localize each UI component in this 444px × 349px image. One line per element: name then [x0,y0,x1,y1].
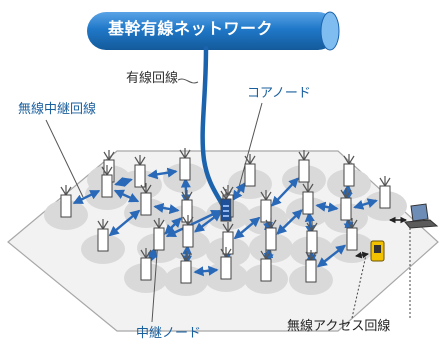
relay-node-antenna-icon [220,247,232,280]
relay-link-arrow [113,189,140,203]
core-node-antenna-icon [220,189,232,222]
relay-link-arrow [108,209,141,237]
relay-link-arrow [353,198,378,210]
wired-line-leader [177,78,199,84]
relay-node-antenna-icon [343,154,355,187]
relay-node-antenna-icon [153,218,165,251]
relay-link-arrow [193,211,223,233]
relay-link-arrow [72,189,101,205]
relay-link-arrow [193,265,219,277]
relay-node-label: 中継ノード [136,326,202,341]
relay-node-antenna-icon [346,218,358,251]
relay-node-antenna-icon [60,185,72,218]
relay-line-leader [45,119,84,198]
relay-node-antenna-icon [340,188,352,221]
wired-cable [200,45,227,211]
relay-node-antenna-icon [134,155,146,188]
relay-node-antenna-icon [305,250,317,283]
access-link-phone [355,251,369,259]
relay-link-arrow [315,201,339,213]
relay-node-antenna-icon [298,150,310,183]
wired-line-label: 有線回線 [126,71,179,86]
relay-link-arrow [114,177,133,187]
relay-node-antenna-icon [222,222,234,255]
wireless-access-line-label: 無線アクセス回線 [287,319,391,334]
relay-link-arrow [276,209,303,235]
relay-node-antenna-icon [244,154,256,187]
laptop-terminal-icon [403,203,439,229]
relay-node-antenna-icon [179,148,191,181]
relay-node-antenna-icon [140,183,152,216]
relay-node-antenna-icon [140,248,152,281]
relay-node-antenna-icon [260,190,272,223]
access-line-leader-1 [351,254,367,319]
relay-link-arrow [153,202,180,215]
relay-node-antenna-icon [181,190,193,223]
relay-link-arrow [233,216,261,240]
access-terminals [355,203,439,262]
relay-node-antenna-icon [101,165,113,198]
relay-node-antenna-icon [265,218,277,251]
wireless-relay-line-label: 無線中継回線 [18,102,97,117]
relay-node-antenna-icon [182,215,194,248]
relay-node-antenna-icon [260,249,272,282]
backbone-network-label: 基幹有線ネットワーク [108,19,274,38]
relay-link-arrow [147,167,178,180]
relay-node-antenna-icon [379,176,391,209]
backbone-network [87,11,340,51]
relay-link-arrow [271,177,299,207]
relay-link-arrow [316,244,347,268]
relay-link-arrow [232,182,246,201]
core-node-label: コアノード [247,86,311,101]
relay-node-antenna-icon [302,182,314,215]
relay-node-antenna-icon [97,219,109,252]
mobile-terminal-icon [370,240,385,262]
relay-nodes [60,148,391,284]
relay-node-antenna-icon [306,221,318,254]
relay-node-antenna-icon [180,251,192,284]
